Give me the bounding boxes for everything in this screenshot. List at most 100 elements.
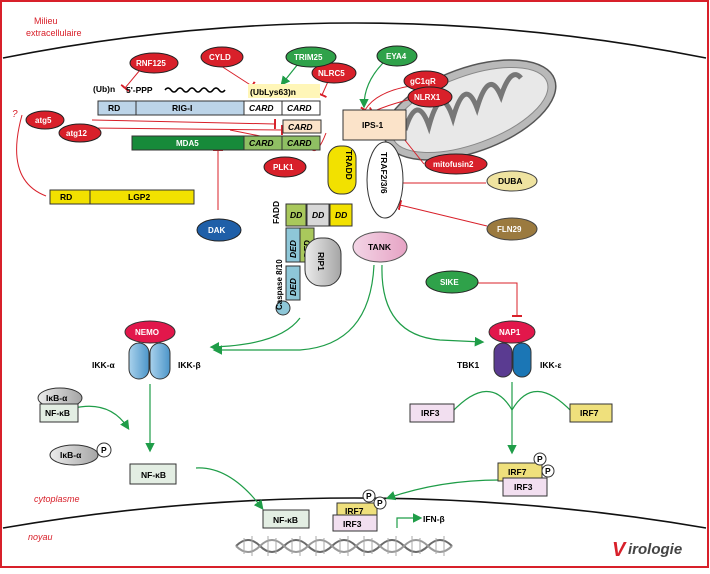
activation-arrows [73,61,573,528]
svg-text:EYA4: EYA4 [386,52,407,61]
fadd-label: FADD [271,201,281,224]
traf-node [366,141,404,219]
irf3-phospho [502,477,548,497]
phospho-circle [96,442,112,458]
ublys-label: (UbLys63)n [250,87,296,97]
card-ips1 [282,119,322,134]
card-ips1-label: CARD [288,122,313,132]
ikke-label: IKK-ε [540,360,562,370]
dak-node [196,218,242,242]
ppp-label: 5'-PPP [126,85,153,95]
ikkb-label: IKK-β [178,360,201,370]
svg-text:NLRC5: NLRC5 [318,69,345,78]
ikka-label: IKK-α [92,360,115,370]
ikke-node [512,342,532,378]
svg-text:P: P [545,466,551,476]
nfkb-complex [39,403,79,423]
tradd-node [327,145,357,195]
svg-text:DD: DD [312,210,324,220]
brand-text: irologie [628,541,682,558]
irf3b-label: IRF3 [514,482,533,492]
nfkb-nuclear [262,509,310,529]
svg-text:P: P [377,498,383,508]
tank-node [352,231,408,263]
svg-text:P: P [537,454,543,464]
ips1-box [342,109,407,141]
svg-text:atg5: atg5 [35,116,52,125]
caspase-label: Caspase 8/10 [275,259,284,310]
nemo-node [124,320,176,344]
duba-label: DUBA [498,176,523,186]
ips1-label: IPS-1 [362,120,384,130]
svg-text:CARD: CARD [249,103,274,113]
nfkb1-label: NF-κB [45,408,70,418]
mda5-protein: MDA5 CARD CARD [131,135,321,151]
plasma-membrane [2,22,707,59]
nfkb-free [129,463,177,485]
irf3-nuclear [332,514,378,532]
nap1-node [488,320,536,344]
ikba1-label: IκB-α [46,393,68,403]
irf7-node [569,403,613,423]
ublys-box [248,84,320,98]
svg-text:NLRX1: NLRX1 [414,93,441,102]
svg-text:RNF125: RNF125 [136,59,166,68]
nemo-label: NEMO [135,328,159,337]
region-label-extracellular-2: extracellulaire [26,28,82,38]
green-activators: TRIM25 EYA4 SIKE [285,45,479,294]
svg-text:RIG-I: RIG-I [172,103,192,113]
svg-text:DD: DD [290,210,302,220]
rip1-label: RIP1 [316,252,326,271]
phospho-circle [373,496,387,510]
tank-label: TANK [368,242,392,252]
virologie-logo: irologie V [610,537,700,561]
irf7b-label: IRF7 [508,467,527,477]
svg-text:SIKE: SIKE [440,278,459,287]
nap1-label: NAP1 [499,328,521,337]
svg-text:CARD: CARD [287,103,312,113]
dna-helix [235,536,453,556]
nuclear-envelope [2,497,707,529]
rna-strand [164,87,226,93]
irf7c-label: IRF7 [345,506,364,516]
duba-node [486,170,538,192]
fln29-label: FLN29 [497,225,522,234]
region-label-cytoplasm: cytoplasme [34,494,80,504]
irf7a-label: IRF7 [580,408,599,418]
ifnb-label: IFN-β [423,514,445,524]
nfkb2-label: NF-κB [141,470,166,480]
nfkb3-label: NF-κB [273,515,298,525]
irf3-node [409,403,455,423]
region-label-extracellular-1: Milieu [34,16,58,26]
svg-text:atg12: atg12 [66,129,87,138]
tbk1-label: TBK1 [457,360,479,370]
tradd-label: TRADD [344,150,354,180]
question-mark: ? [12,109,18,120]
rip1-node [304,237,342,287]
irf3c-label: IRF3 [343,519,362,529]
svg-text:RD: RD [60,192,72,202]
svg-text:CARD: CARD [287,138,312,148]
ikba-phospho [49,444,99,466]
tbk1-node [493,342,513,378]
svg-text:MDA5: MDA5 [176,139,199,148]
svg-text:RD: RD [108,103,120,113]
region-label-nucleus: noyau [28,532,53,542]
ikk-alpha-node [128,342,150,380]
svg-text:P: P [366,491,372,501]
rig-i-protein: RD RIG-I CARD CARD [97,100,321,116]
svg-text:CYLD: CYLD [209,53,231,62]
svg-text:LGP2: LGP2 [128,192,150,202]
svg-text:CARD: CARD [249,138,274,148]
svg-text:PLK1: PLK1 [273,163,294,172]
ub-label: (Ub)n [93,84,115,94]
svg-text:P: P [101,445,107,455]
svg-text:V: V [612,539,627,561]
ikk-beta-node [149,342,171,380]
svg-text:DED: DED [288,278,298,296]
dd-domains: DD DD DD [285,203,353,227]
fln29-node [486,217,538,241]
